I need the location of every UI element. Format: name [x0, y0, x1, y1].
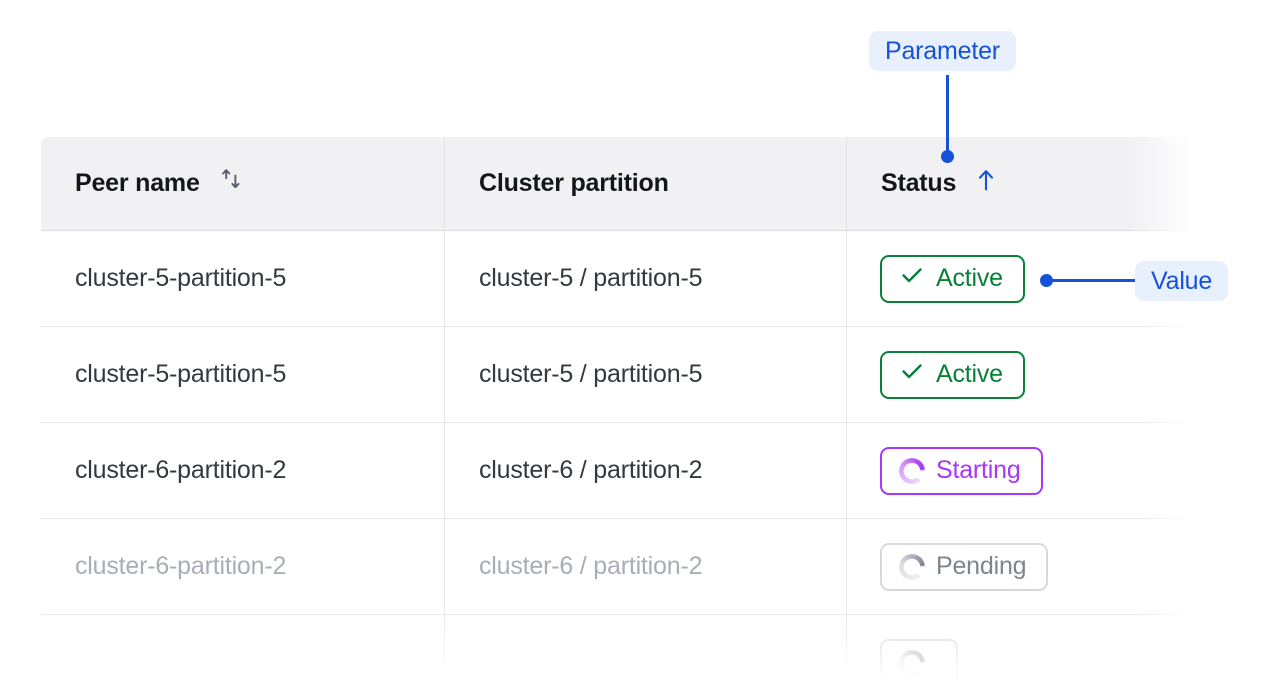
- parameter-connector-dot: [941, 150, 954, 163]
- parameter-connector-line: [946, 75, 949, 157]
- status-badge: Active: [880, 350, 1025, 399]
- spinner-icon: [899, 649, 925, 676]
- cell-status: [846, 614, 1196, 688]
- cell-cluster-partition: cluster-5 / partition-5: [444, 326, 847, 423]
- column-header-cluster-partition[interactable]: Cluster partition: [444, 137, 847, 231]
- table-row[interactable]: cluster-5-partition-5 cluster-5 / partit…: [41, 230, 1196, 327]
- status-badge: Pending: [880, 542, 1049, 591]
- table-row[interactable]: [41, 614, 1196, 688]
- table-row[interactable]: cluster-6-partition-2 cluster-6 / partit…: [41, 422, 1196, 519]
- status-badge-label: Active: [936, 264, 1003, 292]
- status-badge-label: Pending: [936, 552, 1027, 580]
- cell-cluster-partition: [444, 614, 847, 688]
- column-header-peer-name[interactable]: Peer name: [41, 137, 445, 231]
- spinner-icon: [899, 553, 925, 580]
- cell-cluster-partition: cluster-6 / partition-2: [444, 422, 847, 519]
- peers-table: Peer name Cluster partition: [40, 136, 1196, 688]
- column-header-label: Cluster partition: [479, 169, 669, 197]
- table-body: cluster-5-partition-5 cluster-5 / partit…: [41, 230, 1196, 688]
- table-row[interactable]: cluster-5-partition-5 cluster-5 / partit…: [41, 326, 1196, 423]
- cell-peer-name: cluster-6-partition-2: [41, 518, 445, 615]
- cell-peer-name: cluster-5-partition-5: [41, 230, 445, 327]
- cell-peer-name: cluster-6-partition-2: [41, 422, 445, 519]
- check-icon: [899, 262, 925, 295]
- table-row[interactable]: cluster-6-partition-2 cluster-6 / partit…: [41, 518, 1196, 615]
- parameter-callout: Parameter: [869, 31, 1016, 71]
- column-header-label: Status: [881, 169, 957, 197]
- cell-status: Active: [846, 230, 1196, 327]
- arrow-up-icon[interactable]: [972, 165, 1000, 202]
- status-badge-label: Active: [936, 360, 1003, 388]
- table-header-row: Peer name Cluster partition: [41, 137, 1196, 231]
- cell-status: Pending: [846, 518, 1196, 615]
- column-header-status[interactable]: Status: [846, 137, 1196, 231]
- cell-status: Starting: [846, 422, 1196, 519]
- status-badge: Active: [880, 254, 1025, 303]
- cell-status: Active: [846, 326, 1196, 423]
- status-badge: [880, 638, 958, 687]
- value-callout: Value: [1135, 261, 1229, 301]
- cell-cluster-partition: cluster-5 / partition-5: [444, 230, 847, 327]
- status-badge-label: Starting: [936, 456, 1021, 484]
- value-connector-dot: [1040, 274, 1053, 287]
- spinner-icon: [899, 457, 925, 484]
- cell-cluster-partition: cluster-6 / partition-2: [444, 518, 847, 615]
- check-icon: [899, 358, 925, 391]
- peers-table-container: Peer name Cluster partition: [40, 136, 1196, 688]
- cell-peer-name: cluster-5-partition-5: [41, 326, 445, 423]
- column-header-label: Peer name: [75, 169, 200, 197]
- table-header: Peer name Cluster partition: [41, 137, 1196, 231]
- cell-peer-name: [41, 614, 445, 688]
- status-badge: Starting: [880, 446, 1043, 495]
- value-connector-line: [1046, 279, 1138, 282]
- sort-updown-icon[interactable]: [216, 165, 246, 202]
